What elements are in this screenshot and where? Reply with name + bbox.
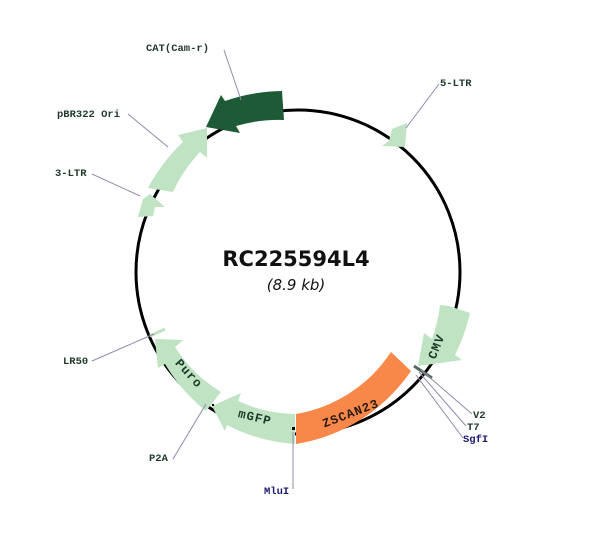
feature-5-ltr[interactable] <box>382 123 407 147</box>
label-mlui: MluI <box>264 486 289 498</box>
label-p2a: P2A <box>149 453 169 465</box>
leader-v2 <box>420 369 473 415</box>
feature-cat-body[interactable] <box>206 91 284 133</box>
leader-lines <box>91 49 473 489</box>
leader-p2a <box>172 403 207 460</box>
feature-puro[interactable] <box>155 339 221 411</box>
leader-cat <box>223 49 242 101</box>
label-5-ltr: 5-LTR <box>440 78 472 90</box>
label-pbr322-ori: pBR322 Ori <box>57 109 120 121</box>
leader-t7 <box>418 371 467 427</box>
plasmid-size: (8.9 kb) <box>267 276 326 294</box>
feature-zscan23[interactable] <box>296 352 411 444</box>
junction-mark-p2a <box>212 404 214 406</box>
feature-pbr322-ori[interactable] <box>148 128 207 192</box>
label-lr50: LR50 <box>63 356 88 368</box>
plasmid-name: RC225594L4 <box>222 247 369 271</box>
label-3-ltr: 3-LTR <box>55 168 87 180</box>
feature-3-ltr[interactable] <box>138 194 165 217</box>
label-cat: CAT(Cam-r) <box>146 43 209 55</box>
leader-lr50 <box>91 333 155 362</box>
label-t7: T7 <box>467 422 480 434</box>
label-v2: V2 <box>473 410 486 422</box>
feature-mgfp[interactable] <box>212 393 295 444</box>
leader-sgfi <box>415 374 464 439</box>
feature-cmv[interactable] <box>418 305 470 366</box>
leader-3-ltr <box>91 173 141 197</box>
leader-5-ltr <box>405 83 440 129</box>
label-sgfi: SgfI <box>463 434 488 446</box>
junction-mark-mlui <box>292 427 295 430</box>
leader-pbr322-ori <box>127 113 169 148</box>
